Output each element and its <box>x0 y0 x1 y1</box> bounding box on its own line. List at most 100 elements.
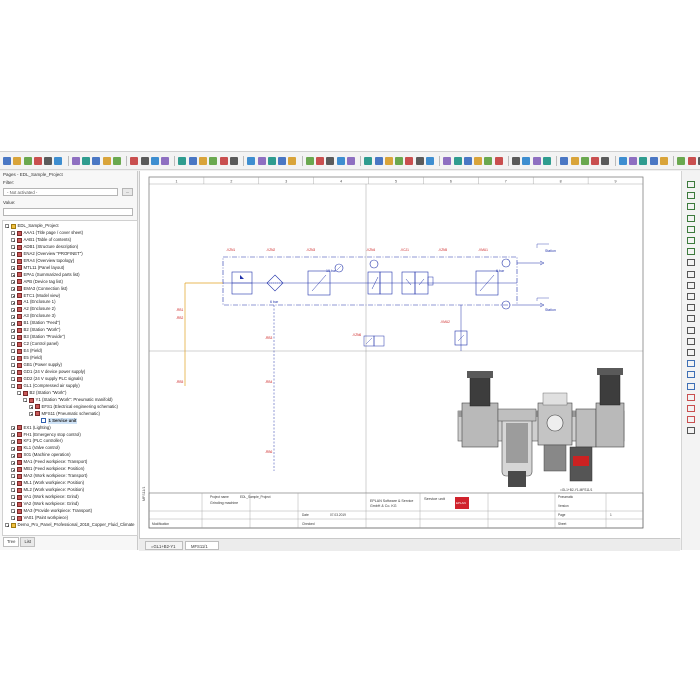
component-tag[interactable]: -VCJ1 <box>400 248 409 252</box>
expand-icon[interactable] <box>11 467 15 472</box>
redo-icon[interactable] <box>522 156 531 165</box>
shutoff-valve-symbol[interactable] <box>231 271 253 295</box>
expand-icon[interactable] <box>11 321 15 326</box>
tree-item[interactable]: E5 (Field) <box>11 355 42 362</box>
expand-icon[interactable] <box>11 516 15 521</box>
paste-icon[interactable] <box>405 156 414 165</box>
draw-tool-icon[interactable] <box>687 337 695 345</box>
component-tag[interactable]: -VZN5 <box>438 248 447 252</box>
tree-item[interactable]: MA1 (Feed workpiece: Transport) <box>11 459 87 466</box>
save-icon[interactable] <box>161 156 170 165</box>
paste-icon[interactable] <box>384 156 393 165</box>
tree-item[interactable]: VA01 (Paint workpiece) <box>11 515 68 522</box>
service-unit-outline[interactable] <box>222 256 518 306</box>
paste-icon[interactable] <box>364 156 373 165</box>
collapse-icon[interactable] <box>29 411 33 416</box>
zoom-in-icon[interactable] <box>560 156 569 165</box>
open-icon[interactable] <box>112 156 121 165</box>
tree-item[interactable]: GB1 (Power supply) <box>11 362 62 369</box>
expand-icon[interactable] <box>11 425 15 430</box>
tree-item[interactable]: ETC1 (Model view) <box>11 293 60 300</box>
paste-icon[interactable] <box>425 156 434 165</box>
open-icon[interactable] <box>82 156 91 165</box>
print-icon[interactable] <box>209 156 218 165</box>
expand-icon[interactable] <box>11 377 15 382</box>
expand-icon[interactable] <box>11 432 15 437</box>
expand-icon[interactable] <box>11 356 15 361</box>
expand-icon[interactable] <box>11 293 15 298</box>
zoom-in-icon[interactable] <box>580 156 589 165</box>
paste-icon[interactable] <box>374 156 383 165</box>
tree-item[interactable]: KF1 (PLC controller) <box>11 438 63 445</box>
expand-icon[interactable] <box>5 523 9 528</box>
undo-icon[interactable] <box>443 156 452 165</box>
tree-item[interactable]: ENA2 (Overview "PROFINET") <box>11 251 83 258</box>
copy-icon[interactable] <box>316 156 325 165</box>
draw-tool-icon[interactable] <box>687 315 695 323</box>
paste-icon[interactable] <box>395 156 404 165</box>
expand-icon[interactable] <box>11 363 15 368</box>
draw-tool-icon[interactable] <box>687 416 695 424</box>
expand-icon[interactable] <box>11 265 15 270</box>
tree-item[interactable]: EFS1 (Electrical engineering schematic) <box>29 404 118 411</box>
doc-tab-location[interactable]: =GL1+B2-Y1 <box>145 541 183 550</box>
print-icon[interactable] <box>188 156 197 165</box>
expand-icon[interactable] <box>11 252 15 257</box>
expand-icon[interactable] <box>11 238 15 243</box>
pressure-regulator-symbol[interactable] <box>307 263 344 296</box>
draw-tool-icon[interactable] <box>687 349 695 356</box>
component-tag[interactable]: -VMU2 <box>440 320 450 324</box>
grid-icon[interactable] <box>697 156 700 165</box>
redo-icon[interactable] <box>532 156 541 165</box>
expand-icon[interactable] <box>11 307 15 312</box>
cut-icon[interactable] <box>288 156 297 165</box>
service-unit-3d-model-image[interactable] <box>457 368 625 487</box>
print-icon[interactable] <box>199 156 208 165</box>
tree-item[interactable]: GD1 (24 V device power supply) <box>11 369 85 376</box>
tab-list[interactable]: List <box>20 537 35 547</box>
tree-item[interactable]: C2 (Control panel) <box>11 341 59 348</box>
zoom-in-icon[interactable] <box>591 156 600 165</box>
draw-tool-icon[interactable] <box>687 248 695 256</box>
expand-icon[interactable] <box>11 231 15 236</box>
expand-icon[interactable] <box>11 446 15 451</box>
component-tag[interactable]: -VZN1 <box>226 248 235 252</box>
zoom-out-icon[interactable] <box>618 156 627 165</box>
component-tag[interactable]: -VZN4 <box>366 248 375 252</box>
tree-item[interactable]: AAA1 (Title page / cover sheet) <box>11 230 83 237</box>
new-icon[interactable] <box>33 156 42 165</box>
soft-start-valve-symbol[interactable] <box>367 259 393 295</box>
expand-icon[interactable] <box>11 279 15 284</box>
print-icon[interactable] <box>229 156 238 165</box>
undo-icon[interactable] <box>453 156 462 165</box>
component-tag[interactable]: -VZN2 <box>266 248 275 252</box>
draw-tool-icon[interactable] <box>687 393 695 401</box>
tree-item[interactable]: FH1 (Emergency stop control) <box>11 432 81 439</box>
draw-tool-icon[interactable] <box>687 371 695 379</box>
draw-tool-icon[interactable] <box>687 360 695 368</box>
paste-icon[interactable] <box>415 156 424 165</box>
tree-item[interactable]: MTL11 (Panel layout) <box>11 265 64 272</box>
tree-item[interactable]: MA3 (Provide workpiece: Transport) <box>11 508 92 515</box>
tree-item[interactable]: KL1 (Valve control) <box>11 445 60 452</box>
tree-item[interactable]: APB (Device tag list) <box>11 279 63 286</box>
expand-icon[interactable] <box>11 453 15 458</box>
draw-tool-icon[interactable] <box>687 225 695 233</box>
tree-item[interactable]: A2 (Enclosure 2) <box>11 306 56 313</box>
tree-item[interactable]: B2 (Station "Work") <box>17 390 66 397</box>
draw-tool-icon[interactable] <box>687 237 695 244</box>
draw-tool-icon[interactable] <box>687 259 695 267</box>
collapse-icon[interactable] <box>5 224 9 229</box>
cut-icon[interactable] <box>278 156 287 165</box>
draw-tool-icon[interactable] <box>687 214 695 222</box>
draw-tool-icon[interactable] <box>687 281 695 289</box>
copy-icon[interactable] <box>326 156 335 165</box>
expand-icon[interactable] <box>11 272 15 277</box>
save-icon[interactable] <box>140 156 149 165</box>
tree-item[interactable]: MB1 (Feed workpiece: Position) <box>11 466 84 473</box>
value-input[interactable] <box>3 208 133 216</box>
save-icon[interactable] <box>130 156 139 165</box>
doc-tab-page[interactable]: MFS11/1 <box>185 541 219 550</box>
tree-item[interactable]: GD2 (24 V supply PLC signals) <box>11 376 83 383</box>
redo-icon[interactable] <box>512 156 521 165</box>
